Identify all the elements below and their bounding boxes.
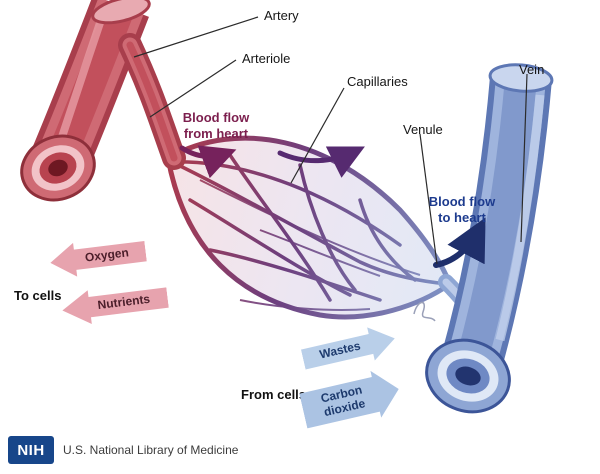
blood-flow-from-heart-label: Blood flow from heart (182, 110, 250, 142)
flow-direction-arrows (179, 145, 486, 268)
carbon-dioxide-label: Carbon dioxide (319, 382, 367, 420)
venule-label: Venule (403, 122, 443, 137)
footer: NIH U.S. National Library of Medicine (8, 436, 238, 464)
vein-label: Vein (519, 62, 545, 77)
pointer-line-venule (419, 133, 438, 265)
oxygen-label: Oxygen (84, 245, 130, 265)
capillary-bed-graphic (165, 135, 453, 320)
flow-arrow-to-heart (433, 217, 486, 268)
footer-org-name: U.S. National Library of Medicine (63, 443, 239, 457)
capillaries-label: Capillaries (347, 74, 408, 89)
to-cells-heading: To cells (14, 288, 62, 303)
artery-graphic (20, 0, 151, 202)
blood-flow-to-heart-label: Blood flow to heart (428, 194, 496, 226)
pointer-line-arteriole (149, 59, 237, 118)
vein-graphic (425, 63, 554, 414)
arteriole-label: Arteriole (242, 51, 291, 66)
nih-logo: NIH (8, 436, 54, 464)
arteriole-graphic (118, 33, 186, 170)
label-pointer-lines (133, 16, 528, 265)
pointer-line-vein (520, 73, 528, 243)
nutrients-label: Nutrients (96, 291, 151, 313)
pointer-line-artery (133, 16, 259, 58)
artist-signature (413, 301, 436, 322)
flow-arrow-from-heart-2 (277, 146, 365, 178)
artery-label: Artery (264, 8, 299, 23)
from-cells-heading: From cells (241, 387, 307, 402)
pointer-line-capillaries (290, 87, 345, 184)
flow-arrow-from-heart-1 (179, 145, 237, 179)
nih-logo-text: NIH (17, 441, 45, 459)
